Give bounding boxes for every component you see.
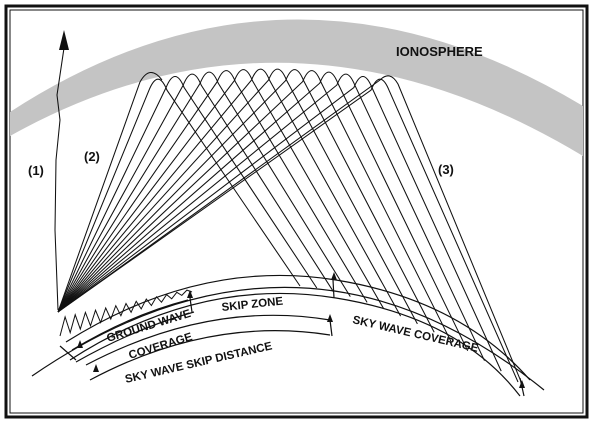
- band-left-cap: [59, 345, 77, 361]
- ground-wave-band-top: [71, 299, 189, 351]
- earth-surface: [31, 286, 545, 391]
- sky-wave-ray: [57, 78, 519, 383]
- skip-zone-left-cap: [189, 297, 193, 313]
- skip-distance-start-tick: [93, 364, 99, 372]
- sky-wave-ray: [57, 69, 385, 313]
- sky-coverage-end-tick: [519, 380, 525, 388]
- ionosphere-label: IONOSPHERE: [396, 44, 483, 59]
- sky-wave-ray: [57, 73, 334, 313]
- skip-zone-end-tick: [331, 272, 337, 280]
- skip-distance-end-tick: [327, 314, 333, 322]
- ray-3-label: (3): [438, 162, 454, 177]
- sky-wave-ray: [57, 69, 435, 333]
- ionosphere-band: [10, 19, 583, 157]
- ray-1-arrowhead: [59, 30, 69, 50]
- skip-distance-right-cap: [329, 319, 333, 337]
- ray-3-long-skip-wave: [57, 75, 523, 385]
- ray-2-reflected-wave: [57, 71, 163, 313]
- ground-wave-band-bottom: [75, 311, 195, 363]
- ray-1-escaping-wave: [54, 47, 65, 311]
- ray-2-label: (2): [84, 149, 100, 164]
- ray-1-label: (1): [28, 163, 44, 178]
- sky-wave-ray: [57, 78, 301, 313]
- sky-wave-ray: [57, 71, 351, 313]
- inner-frame: [9, 9, 584, 414]
- ground-wave-start-tick: [77, 340, 83, 348]
- sky-wave-ray: [57, 68, 418, 325]
- band-bottom-edge: [69, 292, 521, 397]
- ground-wave-zigzag: [59, 289, 193, 337]
- sky-wave-ray: [57, 68, 402, 317]
- skip-zone-label: SKIP ZONE: [221, 296, 284, 314]
- skip-distance-band-top: [85, 314, 331, 366]
- skip-zone-right-cap: [332, 279, 335, 299]
- sky-wave-ray: [57, 73, 485, 361]
- sky-wave-ray: [57, 70, 368, 313]
- outer-frame: [4, 4, 589, 419]
- skip-distance-band-bottom: [89, 330, 331, 381]
- sky-wave-ray: [57, 75, 318, 313]
- skip-zone-start-tick: [187, 290, 193, 298]
